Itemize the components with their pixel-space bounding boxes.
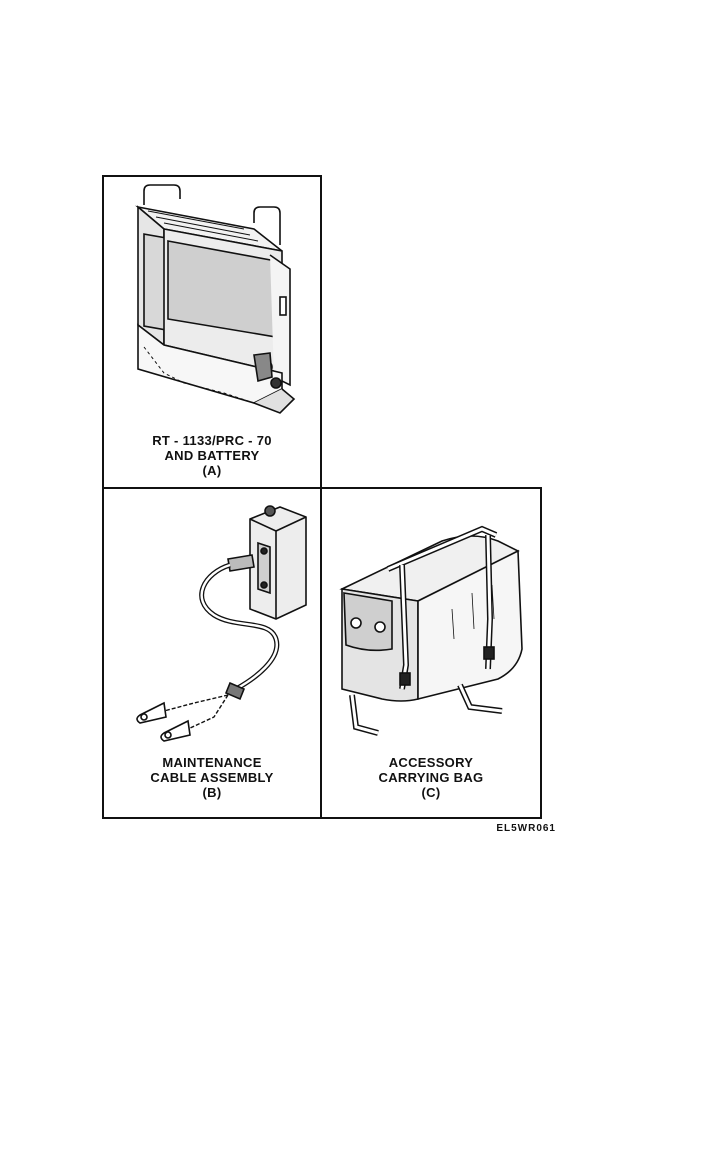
maintenance-cable-illustration <box>104 489 320 749</box>
figure-code: EL5WR061 <box>446 823 556 834</box>
caption-line-2: CARRYING BAG <box>322 770 540 785</box>
caption-line-2: CABLE ASSEMBLY <box>104 770 320 785</box>
caption-radio-battery: RT - 1133/PRC - 70 AND BATTERY (A) <box>104 433 320 478</box>
caption-carrying-bag: ACCESSORY CARRYING BAG (C) <box>322 755 540 800</box>
caption-line-3: (C) <box>322 785 540 800</box>
panel-carrying-bag: ACCESSORY CARRYING BAG (C) <box>320 487 542 819</box>
carrying-bag-illustration <box>322 489 540 749</box>
caption-maintenance-cable: MAINTENANCE CABLE ASSEMBLY (B) <box>104 755 320 800</box>
caption-line-3: (B) <box>104 785 320 800</box>
caption-line-1: MAINTENANCE <box>104 755 320 770</box>
panel-radio-battery: RT - 1133/PRC - 70 AND BATTERY (A) <box>102 175 322 489</box>
caption-line-2: AND BATTERY <box>104 448 320 463</box>
caption-line-1: RT - 1133/PRC - 70 <box>104 433 320 448</box>
caption-line-1: ACCESSORY <box>322 755 540 770</box>
caption-line-3: (A) <box>104 463 320 478</box>
panel-maintenance-cable: MAINTENANCE CABLE ASSEMBLY (B) <box>102 487 322 819</box>
radio-transceiver-illustration <box>104 177 320 427</box>
